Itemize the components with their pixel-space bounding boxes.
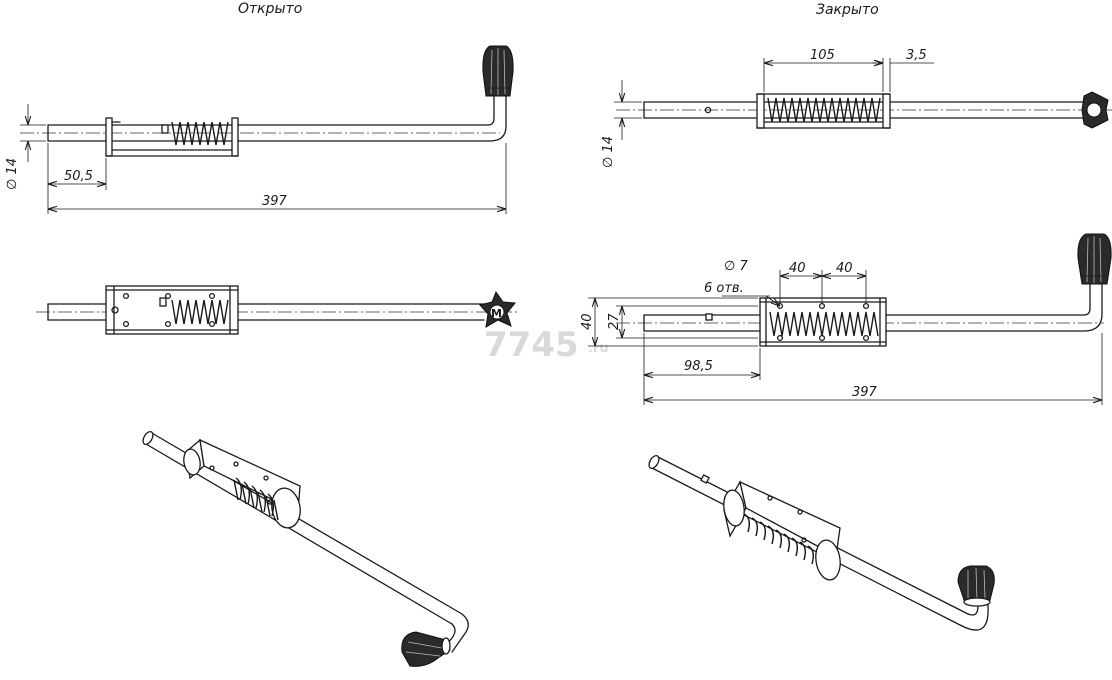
closed-gap-label: 3,5 <box>906 48 927 63</box>
star-knob-icon <box>1081 91 1109 129</box>
spring-icon <box>743 513 815 565</box>
open-title: Открыто <box>238 1 302 17</box>
closed-isometric-view <box>648 454 995 631</box>
spring-icon <box>171 299 229 325</box>
open-isometric-view <box>142 430 469 667</box>
closed-title: Закрыто <box>816 2 879 18</box>
knob-icon <box>482 45 514 97</box>
star-knob-icon: M <box>479 290 516 328</box>
open-front-view: M <box>36 285 520 335</box>
spring-icon <box>767 97 881 123</box>
hole-pitch-1-label: 40 <box>789 261 806 276</box>
spring-icon <box>233 477 279 521</box>
closed-diameter-label: ∅ 14 <box>601 136 616 168</box>
watermark: 7745 .ru <box>484 325 609 365</box>
knob-mark: M <box>491 307 502 320</box>
watermark-text: 7745 <box>484 325 579 365</box>
hole-count-label: 6 отв. <box>704 281 744 296</box>
height-inner-label: 27 <box>607 313 622 330</box>
open-side-view: ∅ 14 50,5 397 <box>5 45 514 214</box>
closed-side-view: ∅ 14 105 3,5 <box>601 48 1112 168</box>
knob-icon <box>957 565 995 607</box>
open-length-label: 397 <box>262 194 288 209</box>
watermark-suffix: .ru <box>588 341 609 356</box>
open-diameter-label: ∅ 14 <box>5 158 20 190</box>
spring-icon <box>769 311 879 337</box>
knob-icon <box>401 631 451 667</box>
hole-pitch-2-label: 40 <box>836 261 853 276</box>
hole-diameter-label: ∅ 7 <box>724 259 748 274</box>
open-offset-label: 50,5 <box>64 169 93 184</box>
knob-icon <box>1077 233 1112 285</box>
closed-offset-label: 98,5 <box>684 359 713 374</box>
height-outer-label: 40 <box>580 313 595 330</box>
closed-spring-label: 105 <box>810 48 835 63</box>
spring-icon <box>171 121 229 146</box>
closed-front-view: ∅ 7 6 отв. 40 40 40 27 98,5 397 <box>580 233 1112 405</box>
closed-length-label: 397 <box>852 385 878 400</box>
